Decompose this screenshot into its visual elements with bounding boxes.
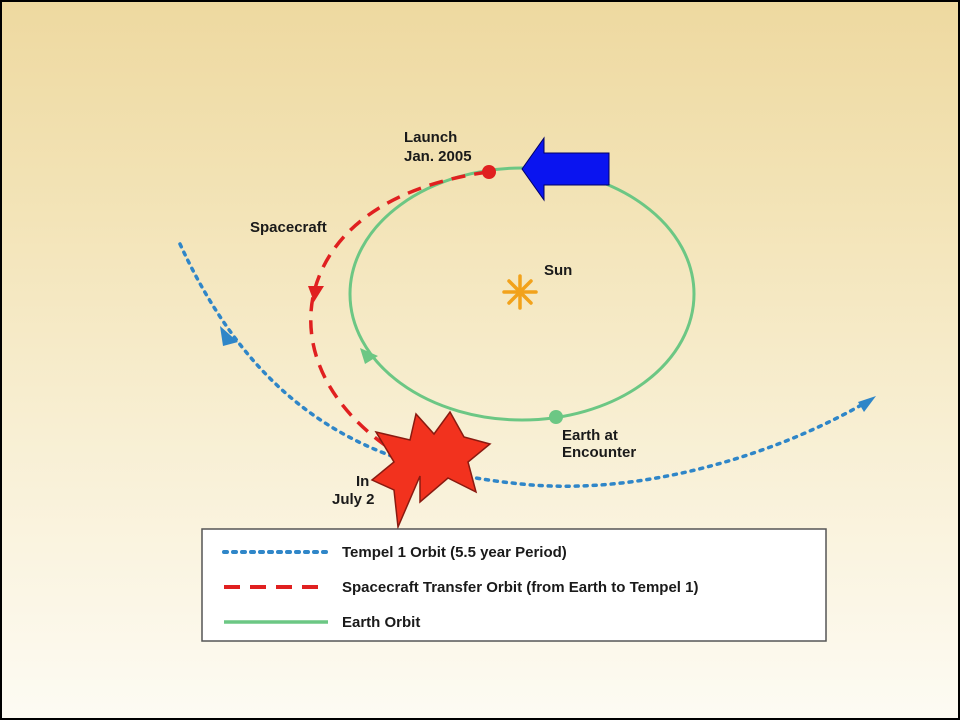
earth-encounter-label-line1: Earth at (562, 427, 618, 444)
legend: Tempel 1 Orbit (5.5 year Period) Spacecr… (201, 528, 827, 642)
earth-encounter-point (549, 410, 563, 424)
impact-label-line2: July 2 (332, 491, 375, 508)
legend-earth-label: Earth Orbit (342, 614, 420, 631)
tempel-orbit-arrow-icon-left (220, 326, 238, 346)
tempel-orbit-arrow-icon-right (858, 396, 876, 412)
transfer-orbit-arrow-icon (308, 286, 324, 302)
spacecraft-label: Spacecraft (250, 219, 327, 236)
legend-tempel-label: Tempel 1 Orbit (5.5 year Period) (342, 544, 567, 561)
earth-orbit (348, 166, 696, 422)
launch-label: Launch (404, 129, 457, 146)
blue-arrow-icon (521, 136, 610, 202)
tempel-orbit (178, 242, 872, 488)
legend-transfer-label: Spacecraft Transfer Orbit (from Earth to… (342, 579, 698, 596)
earth-orbit-arrow-icon (360, 348, 378, 364)
sun-icon (502, 274, 538, 310)
launch-point (482, 165, 496, 179)
impact-burst-icon (370, 410, 492, 530)
earth-encounter-label-line2: Encounter (562, 444, 636, 461)
impact-label-line1: In (356, 473, 369, 490)
launch-date-label: Jan. 2005 (404, 148, 472, 165)
transfer-orbit (309, 170, 489, 456)
sun-label: Sun (544, 262, 572, 279)
